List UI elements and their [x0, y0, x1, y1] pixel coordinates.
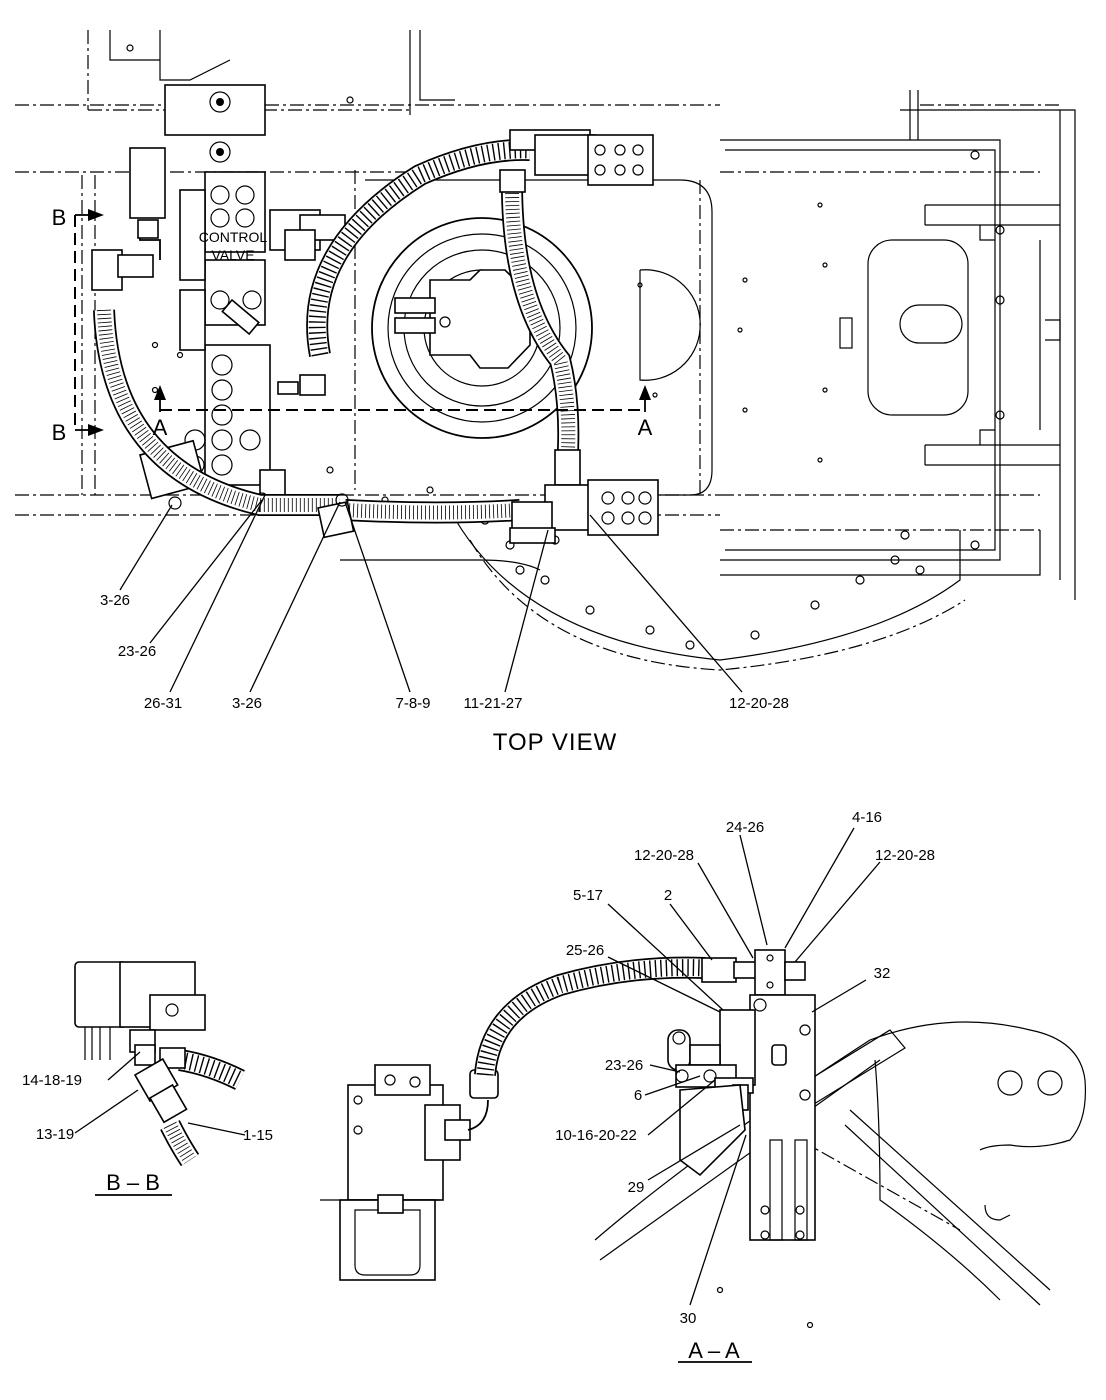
section-bb-title: B – B [106, 1170, 160, 1195]
callout-13-19: 13-19 [36, 1126, 74, 1143]
callout-29: 29 [628, 1179, 645, 1196]
callout-26-31: 26-31 [144, 695, 182, 712]
callout-24-26: 24-26 [726, 819, 764, 836]
control-valve-label-line2: VALVE [211, 247, 254, 263]
callout-32: 32 [874, 965, 891, 982]
section-bb-drawing [74, 961, 246, 1196]
section-mark-a-right: A [638, 415, 653, 440]
callout-3-26-left: 3-26 [100, 592, 130, 609]
callout-1-15: 1-15 [243, 1127, 273, 1144]
section-aa-callouts: 24-26 4-16 12-20-28 12-20-28 5-17 2 25-2… [555, 809, 935, 1327]
callout-6: 6 [634, 1087, 642, 1104]
callout-7-8-9: 7-8-9 [395, 695, 430, 712]
callout-12-20-28-right: 12-20-28 [875, 847, 935, 864]
section-aa-drawing [320, 827, 1087, 1363]
section-bb-callouts: 14-18-19 13-19 1-15 [22, 1072, 273, 1144]
callout-11-21-27: 11-21-27 [464, 695, 523, 712]
callout-23-26: 23-26 [118, 643, 156, 660]
callout-14-18-19: 14-18-19 [22, 1072, 82, 1089]
section-aa-title: A – A [688, 1338, 740, 1363]
callout-25-26: 25-26 [566, 942, 604, 959]
top-view-drawing [15, 30, 1076, 693]
callout-2: 2 [664, 887, 672, 904]
callout-12-20-28: 12-20-28 [729, 695, 789, 712]
callout-10-16-20-22: 10-16-20-22 [555, 1127, 637, 1144]
top-view-callouts: 3-26 23-26 26-31 3-26 7-8-9 11-21-27 12-… [100, 592, 789, 712]
control-valve-label-line1: CONTROL [199, 229, 268, 245]
section-mark-b-top: B [52, 205, 67, 230]
callout-3-26-right: 3-26 [232, 695, 262, 712]
section-mark-b-bottom: B [52, 420, 67, 445]
callout-30: 30 [680, 1310, 697, 1327]
top-view-title: TOP VIEW [493, 729, 617, 756]
callout-12-20-28-left: 12-20-28 [634, 847, 694, 864]
callout-23-26: 23-26 [605, 1057, 643, 1074]
callout-5-17: 5-17 [573, 887, 603, 904]
callout-4-16: 4-16 [852, 809, 882, 826]
section-mark-a-left: A [153, 415, 168, 440]
